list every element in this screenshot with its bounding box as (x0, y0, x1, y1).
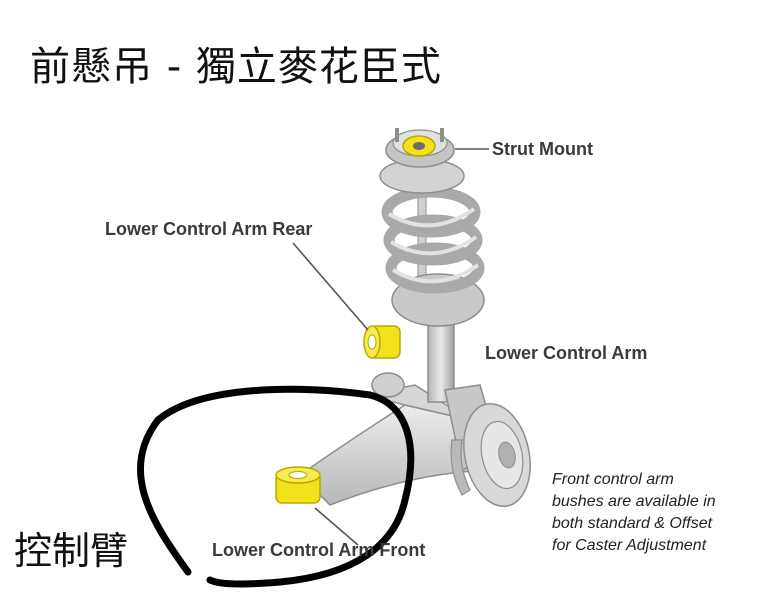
note-line: Front control arm (552, 469, 716, 491)
note-line: both standard & Offset (552, 513, 716, 535)
control-arm-handwritten-label: 控制臂 (14, 520, 128, 575)
lower-control-arm-front-bushing (276, 467, 320, 503)
lower-control-arm-rear-label: Lower Control Arm Rear (105, 219, 312, 240)
lower-control-arm-front-label: Lower Control Arm Front (212, 540, 425, 561)
lower-control-arm-rear-bushing (364, 326, 400, 358)
note-line: bushes are available in (552, 491, 716, 513)
strut-mount-label: Strut Mount (492, 139, 593, 160)
caster-adjustment-note: Front control arm bushes are available i… (552, 469, 716, 557)
page-title: 前懸吊 - 獨立麥花臣式 (30, 34, 442, 92)
note-line: for Caster Adjustment (552, 535, 716, 557)
lower-control-arm-label: Lower Control Arm (485, 343, 647, 364)
